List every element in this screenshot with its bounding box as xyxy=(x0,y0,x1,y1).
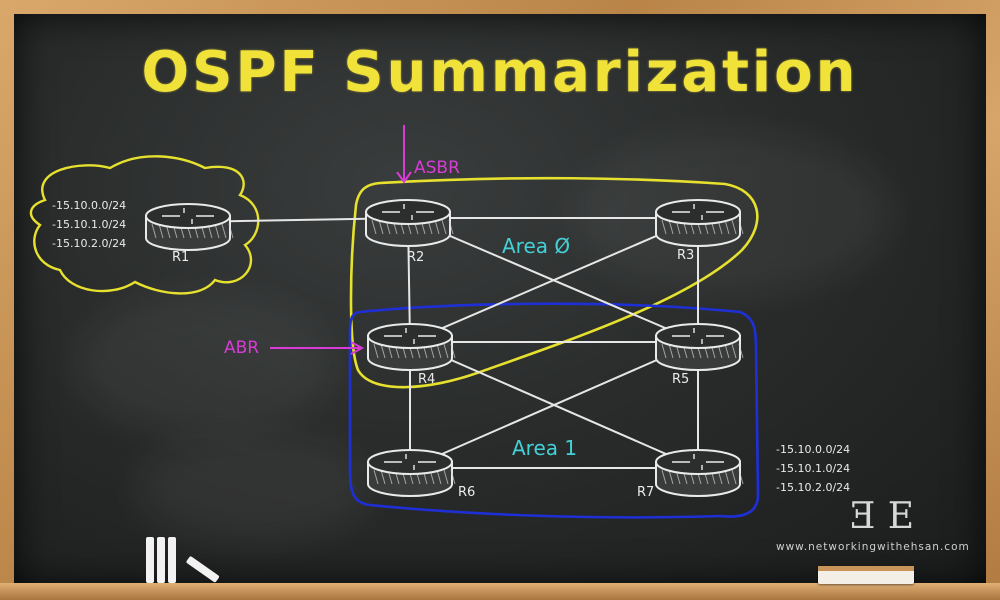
router-r1-icon xyxy=(145,203,234,251)
prefix-item: -15.10.1.0/24 xyxy=(776,462,851,475)
chalk-stick xyxy=(168,537,176,583)
area0-boundary xyxy=(349,176,759,389)
asbr-arrow xyxy=(396,125,412,184)
chalk-stick xyxy=(157,537,165,583)
prefix-item: -15.10.2.0/24 xyxy=(776,481,851,494)
eraser-handle xyxy=(818,566,914,571)
r1-network-cloud xyxy=(29,155,260,295)
router-r4-icon xyxy=(367,323,456,371)
asbr-label: ASBR xyxy=(414,158,460,178)
chalk-stick xyxy=(146,537,154,583)
prefix-item: -15.10.1.0/24 xyxy=(52,218,127,231)
chalk-smudge xyxy=(134,434,374,544)
link-r3-r4 xyxy=(409,217,699,343)
prefix-item: -15.10.2.0/24 xyxy=(52,237,127,250)
prefix-list-left: -15.10.0.0/24 -15.10.1.0/24 -15.10.2.0/2… xyxy=(52,196,126,253)
area1-label: Area 1 xyxy=(512,436,578,460)
chalk-tray xyxy=(0,583,1000,600)
router-r7-icon xyxy=(655,449,744,497)
router-label-r7: R7 xyxy=(637,485,655,500)
router-r2-icon xyxy=(365,199,454,247)
prefix-item: -15.10.0.0/24 xyxy=(52,199,127,212)
link-r5-r6 xyxy=(409,341,699,469)
router-label-r2: R2 xyxy=(407,250,425,265)
router-label-r1: R1 xyxy=(172,250,190,265)
router-r5-icon xyxy=(655,323,744,371)
site-logo: Ǝ E xyxy=(850,496,915,537)
chalkboard xyxy=(14,14,986,586)
router-label-r3: R3 xyxy=(677,248,695,263)
area1-boundary xyxy=(348,302,760,519)
website-url: www.networkingwithehsan.com xyxy=(776,541,970,553)
router-label-r4: R4 xyxy=(418,372,436,387)
chalk-smudge xyxy=(74,294,334,434)
router-label-r5: R5 xyxy=(672,372,690,387)
prefix-item: -15.10.0.0/24 xyxy=(776,443,851,456)
router-label-r6: R6 xyxy=(458,485,476,500)
abr-label: ABR xyxy=(224,338,260,358)
diagram-title: OSPF Summarization xyxy=(141,40,859,105)
routers-layer xyxy=(145,199,744,497)
abr-arrow xyxy=(270,341,365,355)
area0-label: Area Ø xyxy=(502,234,571,258)
prefix-list-right: -15.10.0.0/24 -15.10.1.0/24 -15.10.2.0/2… xyxy=(776,440,850,497)
router-r6-icon xyxy=(367,449,456,497)
router-r3-icon xyxy=(655,199,744,247)
